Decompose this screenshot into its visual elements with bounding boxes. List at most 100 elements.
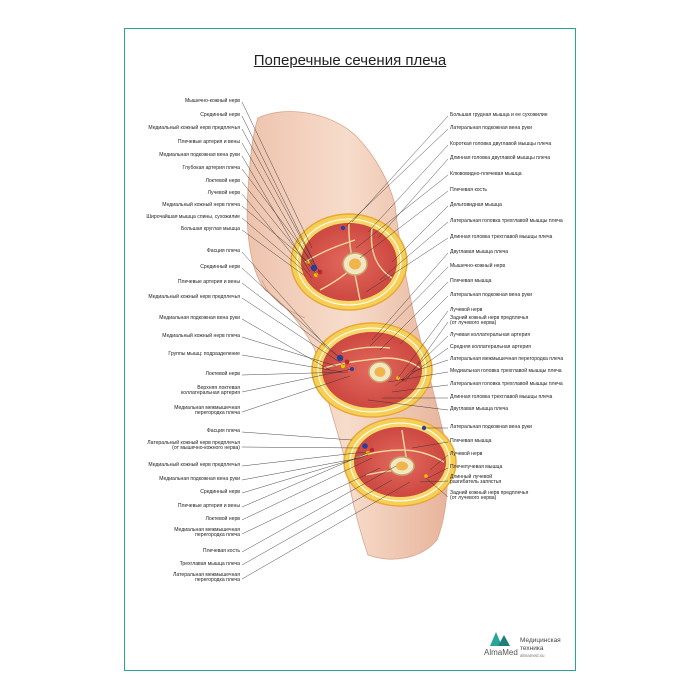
left-label: Локтевой нерв xyxy=(205,177,241,184)
leader-line-left xyxy=(241,371,349,376)
leader-line-right xyxy=(401,335,449,381)
brand-site: almamed.su xyxy=(520,653,545,658)
leader-line-left xyxy=(241,168,321,273)
leader-line-left xyxy=(241,457,373,521)
leader-line-left xyxy=(241,181,319,277)
left-label: Мышечно-кожный нерв xyxy=(184,97,240,104)
leader-line-right xyxy=(355,174,449,249)
right-label: Лучевой нерв xyxy=(450,306,483,313)
right-label: Двуглавая мышца плеча xyxy=(450,248,509,255)
section1-marrow xyxy=(349,258,361,270)
section3-marrow xyxy=(396,461,408,471)
left-label: Плечевая кость xyxy=(202,547,240,554)
right-label: Мышечно-кожный нерв xyxy=(450,262,506,269)
right-label: Большая грудная мышца и ее сухожилие xyxy=(450,111,548,118)
leader-line-left xyxy=(241,465,397,553)
leader-line-right xyxy=(369,266,449,347)
left-label: Широчайшая мышца спины, сухожилие xyxy=(146,213,240,220)
left-label: Медиальная подкожная вена руки xyxy=(159,151,240,158)
left-label: Плечевые артерия и вены xyxy=(177,138,240,145)
leader-line-left xyxy=(241,467,381,535)
leader-line-left xyxy=(241,454,369,494)
right-label: Задний кожный нерв предплечья (от лучево… xyxy=(450,314,529,327)
left-label: Медиальный кожный нерв предплечья xyxy=(148,461,240,468)
section3-nerve-2 xyxy=(424,474,428,478)
right-label: Латеральная головка трехглавой мышцы пле… xyxy=(450,217,563,224)
right-label: Лучевой нерв xyxy=(450,450,483,457)
left-label: Фасция плеча xyxy=(206,427,240,434)
right-label: Плечелучевая мышца xyxy=(450,463,503,470)
left-label: Медиальный кожный нерв предплечья xyxy=(148,124,240,131)
leader-line-left xyxy=(241,368,353,393)
leader-line-right xyxy=(391,205,449,263)
leader-line-right xyxy=(419,480,449,483)
left-label: Срединный нерв xyxy=(200,111,240,118)
right-label: Средняя коллатеральная артерия xyxy=(450,343,531,350)
leader-line-left xyxy=(241,354,343,373)
leader-line-left xyxy=(241,205,309,263)
leader-line-left xyxy=(241,101,313,249)
left-label: Лучевой нерв xyxy=(207,189,240,196)
leader-line-right xyxy=(379,221,449,281)
left-label: Медиальный кожный нерв предплечья xyxy=(148,293,240,300)
left-label: Латеральная межмышечная перегородка плеч… xyxy=(173,571,240,584)
left-label: Глубокая артерия плеча xyxy=(182,164,240,171)
leader-line-left xyxy=(241,457,361,481)
leader-line-left xyxy=(241,431,353,441)
leader-line-left xyxy=(241,481,411,580)
leader-line-right xyxy=(397,310,449,379)
leader-line-right xyxy=(399,295,449,345)
leader-line-left xyxy=(241,375,351,413)
brand-line-1: Медицинская xyxy=(520,637,561,644)
right-label: Лучевая коллатеральная артерия xyxy=(450,331,531,338)
section3-vessel-red-1 xyxy=(369,447,375,453)
cross-section-upper xyxy=(290,213,408,311)
leader-lines xyxy=(241,101,449,580)
leader-line-right xyxy=(345,128,449,227)
left-label: Плечевые артерия и вены xyxy=(177,502,240,509)
leader-line-left xyxy=(241,479,393,566)
left-label: Медиальная подкожная вена руки xyxy=(159,475,240,482)
leader-line-left xyxy=(241,336,337,367)
leader-line-left xyxy=(241,451,366,467)
left-label: Верхняя локтевая коллатеральная артерия xyxy=(181,384,240,397)
right-label: Длинная головка трехглавой мышцы плеча xyxy=(450,393,553,400)
section3-vessel-blue-1 xyxy=(362,443,368,449)
section1-nerve-1 xyxy=(313,272,319,278)
page-title: Поперечные сечения плеча xyxy=(253,52,447,69)
leader-line-right xyxy=(387,371,449,383)
leader-line-left xyxy=(241,297,345,366)
left-label: Медиальная межмышечная перегородка плеча xyxy=(174,526,240,539)
brand-name: AlmaMed xyxy=(484,648,518,657)
leader-line-right xyxy=(367,144,449,233)
left-label: Медиальная межмышечная перегородка плеча xyxy=(174,404,240,417)
left-label: Трехглавая мышца плеча xyxy=(179,560,240,567)
section1-vessel-blue-2 xyxy=(340,225,346,231)
left-label: Группы мышц: подразделение xyxy=(168,350,240,357)
leader-line-right xyxy=(365,237,449,293)
section2-vessel-red-1 xyxy=(344,359,350,365)
right-label: Латеральная подкожная вена руки xyxy=(450,291,532,298)
leader-line-left xyxy=(241,267,341,359)
right-label: Короткая головка двуглавой мышцы плеча xyxy=(450,140,552,147)
leader-line-right xyxy=(351,115,449,223)
left-label: Локтевой нерв xyxy=(205,515,241,522)
right-label: Латеральная подкожная вена руки xyxy=(450,423,532,430)
left-label: Медиальная подкожная вена руки xyxy=(159,314,240,321)
leader-line-left xyxy=(241,128,317,267)
right-label: Медиальная головка трехглавой мышцы плеч… xyxy=(450,367,562,374)
left-label: Локтевой нерв xyxy=(205,370,241,377)
leader-line-left xyxy=(241,115,315,263)
left-label: Медиальный кожный нерв плеча xyxy=(162,201,240,208)
right-label: Латеральная межмышечная перегородка плеч… xyxy=(450,355,564,362)
leader-line-right xyxy=(371,252,449,341)
right-label: Клювовидно-плечевая мышца xyxy=(450,170,522,177)
left-label: Большая круглая мышца xyxy=(180,225,240,232)
left-label: Фасция плеча xyxy=(206,247,240,254)
leader-line-right xyxy=(391,384,449,393)
left-label: Срединный нерв xyxy=(200,488,240,495)
leader-line-right xyxy=(359,190,449,259)
right-label: Плечевая мышца xyxy=(450,277,492,284)
leader-line-right xyxy=(427,467,449,479)
